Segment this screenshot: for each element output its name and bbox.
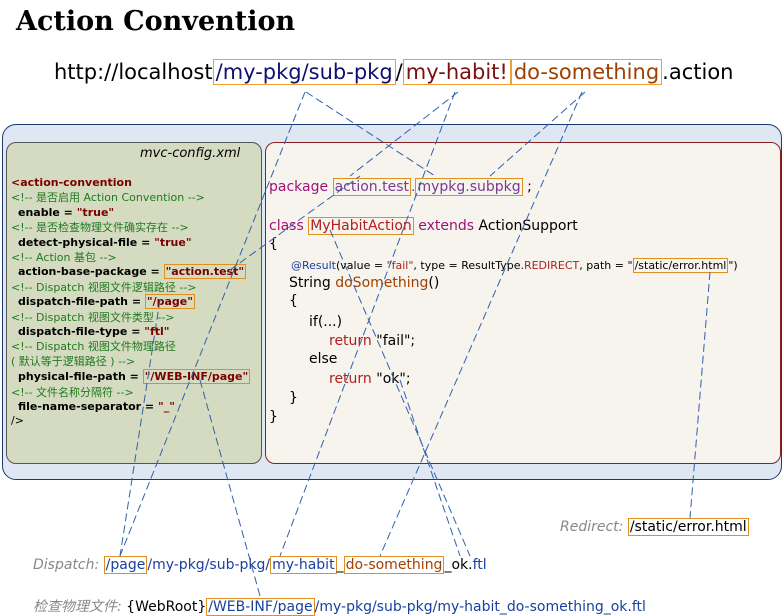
config-detect: detect-physical-file = "true" bbox=[18, 236, 192, 249]
config-enable: enable = "true" bbox=[18, 206, 115, 219]
code-brace-close: } bbox=[269, 409, 278, 425]
config-comment: <!-- Action 基包 --> bbox=[11, 251, 117, 264]
physical-row: 检查物理文件: {WebRoot}/WEB-INF/page/my-pkg/su… bbox=[33, 598, 646, 616]
connector-line bbox=[199, 379, 261, 597]
config-file-title: mvc-config.xml bbox=[140, 146, 241, 161]
code-return-ok: return "ok"; bbox=[329, 371, 411, 387]
config-comment: <!-- Dispatch 视图文件逻辑路径 --> bbox=[11, 281, 197, 294]
code-panel bbox=[265, 142, 781, 464]
code-method-open: { bbox=[289, 293, 298, 309]
url-method-segment: do-something bbox=[510, 59, 663, 85]
code-if: if(...) bbox=[309, 314, 343, 330]
code-annotation: @Result(value = "fail", type = ResultTyp… bbox=[291, 258, 738, 273]
connector-line bbox=[379, 91, 583, 557]
connector-line bbox=[119, 299, 161, 557]
config-comment: <!-- 是否检查物理文件确实存在 --> bbox=[11, 221, 189, 234]
config-dispatch-type: dispatch-file-type = "ftl" bbox=[18, 325, 170, 338]
connector-line bbox=[229, 175, 361, 271]
config-comment: <!-- Dispatch 视图文件类型 --> bbox=[11, 311, 175, 324]
connector-line bbox=[279, 91, 456, 557]
action-url: http://localhost/my-pkg/sub-pkg/my-habit… bbox=[54, 59, 734, 85]
code-method-signature: String doSomething() bbox=[289, 275, 440, 291]
url-suffix: .action bbox=[662, 60, 734, 84]
dispatch-row: Dispatch: /page/my-pkg/sub-pkg/my-habit_… bbox=[33, 556, 487, 574]
url-prefix: http://localhost bbox=[54, 60, 213, 84]
code-return-fail: return "fail"; bbox=[329, 333, 416, 349]
connector-line bbox=[119, 91, 306, 557]
config-comment: <!-- Dispatch 视图文件物理路径 bbox=[11, 340, 176, 353]
config-comment: <!-- 是否启用 Action Convention --> bbox=[11, 191, 205, 204]
config-dispatch-path: dispatch-file-path = "/page" bbox=[18, 294, 196, 309]
connector-line bbox=[689, 271, 711, 519]
connector-line bbox=[399, 379, 461, 557]
config-close-tag: /> bbox=[11, 414, 24, 427]
connector-line bbox=[489, 91, 586, 177]
config-base-package: action-base-package = "action.test" bbox=[18, 264, 247, 279]
url-habit-segment: my-habit! bbox=[402, 59, 511, 85]
config-physical-path: physical-file-path = "/WEB-INF/page" bbox=[18, 369, 251, 384]
connector-line bbox=[329, 229, 471, 557]
code-package-line: package action.test.mypkg.subpkg ; bbox=[269, 178, 532, 196]
config-comment: <!-- 文件名称分隔符 --> bbox=[11, 386, 134, 399]
page-title: Action Convention bbox=[16, 6, 296, 37]
connector-line bbox=[305, 91, 436, 177]
code-class-line: class MyHabitAction extends ActionSuppor… bbox=[269, 217, 578, 235]
code-else: else bbox=[309, 351, 338, 367]
config-panel bbox=[6, 142, 262, 464]
code-brace-open: { bbox=[269, 236, 278, 252]
url-package-segment: /my-pkg/sub-pkg bbox=[212, 59, 396, 85]
connector-line bbox=[349, 91, 459, 177]
url-slash: / bbox=[395, 60, 403, 84]
config-separator: file-name-separator = "_" bbox=[18, 400, 175, 413]
config-comment: ( 默认等于逻辑路径 ) --> bbox=[11, 355, 136, 368]
code-method-close: } bbox=[289, 390, 298, 406]
config-open-tag: <action-convention bbox=[11, 176, 132, 189]
redirect-row: Redirect: /static/error.html bbox=[560, 518, 749, 536]
